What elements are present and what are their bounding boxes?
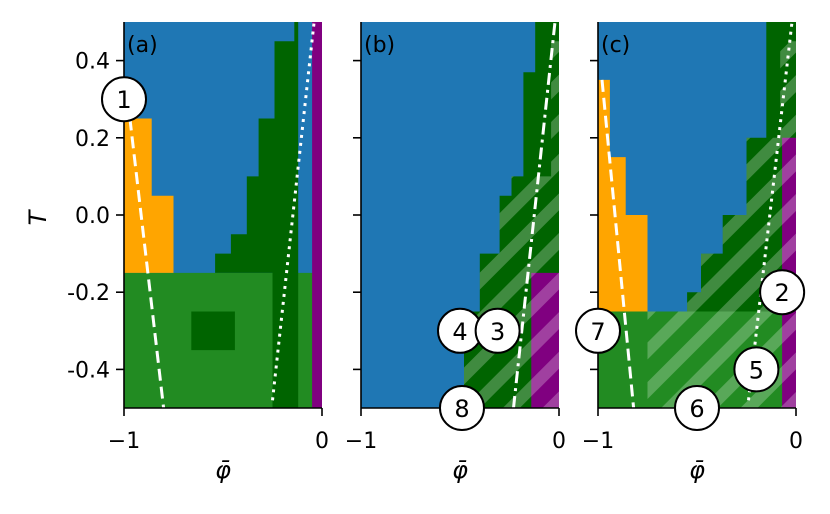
x-tick-label: 0 [315, 429, 329, 454]
marker-label: 5 [749, 356, 764, 384]
marker-6: 6 [674, 385, 720, 431]
dashed-line [600, 79, 636, 408]
panel-a: (a) 0.4 0.2 0.0 -0.2 -0.4 −1 0 φ̄ 1 [67, 22, 329, 484]
y-tick-label: 0.0 [75, 204, 110, 229]
x-tick-label: 0 [552, 429, 566, 454]
marker-label: 3 [490, 318, 505, 346]
marker-1: 1 [101, 76, 147, 123]
x-axis-label: φ̄ [452, 456, 468, 484]
dashdot-line [512, 22, 557, 408]
marker-5: 5 [733, 346, 780, 393]
marker-label: 8 [454, 395, 469, 423]
x-tick-label: 0 [789, 429, 803, 454]
hatched-region [647, 41, 796, 408]
dashed-line [128, 118, 166, 408]
y-tick-label: 0.4 [75, 50, 110, 75]
region-orange [124, 118, 174, 273]
x-axis-label: φ̄ [215, 456, 231, 484]
marker-label: 2 [774, 279, 789, 307]
x-tick-label: −1 [582, 429, 614, 454]
panel-c: (c) −1 0 φ̄ 7 2 5 6 [575, 22, 806, 484]
panel-label: (c) [601, 33, 630, 58]
y-axis-label: T [24, 208, 52, 225]
marker-7: 7 [575, 307, 621, 354]
region-orange [598, 79, 648, 312]
y-tick-label: -0.4 [67, 358, 110, 383]
marker-8: 8 [438, 385, 485, 431]
marker-label: 7 [590, 318, 605, 346]
x-axis-label: φ̄ [689, 456, 705, 484]
y-tick-label: -0.2 [67, 281, 110, 306]
y-tick-label: 0.2 [75, 127, 110, 152]
region-dark-green [191, 22, 299, 408]
region-purple [312, 22, 322, 408]
x-tick-label: −1 [345, 429, 377, 454]
panel-label: (b) [364, 33, 395, 58]
x-tick-label: −1 [108, 429, 140, 454]
plot-area [124, 22, 322, 408]
marker-label: 4 [452, 318, 467, 346]
marker-label: 1 [116, 86, 131, 114]
panel-label: (a) [127, 33, 158, 58]
marker-3: 3 [474, 307, 521, 354]
marker-label: 6 [689, 395, 704, 423]
plot-area [598, 22, 796, 408]
marker-2: 2 [759, 269, 806, 316]
